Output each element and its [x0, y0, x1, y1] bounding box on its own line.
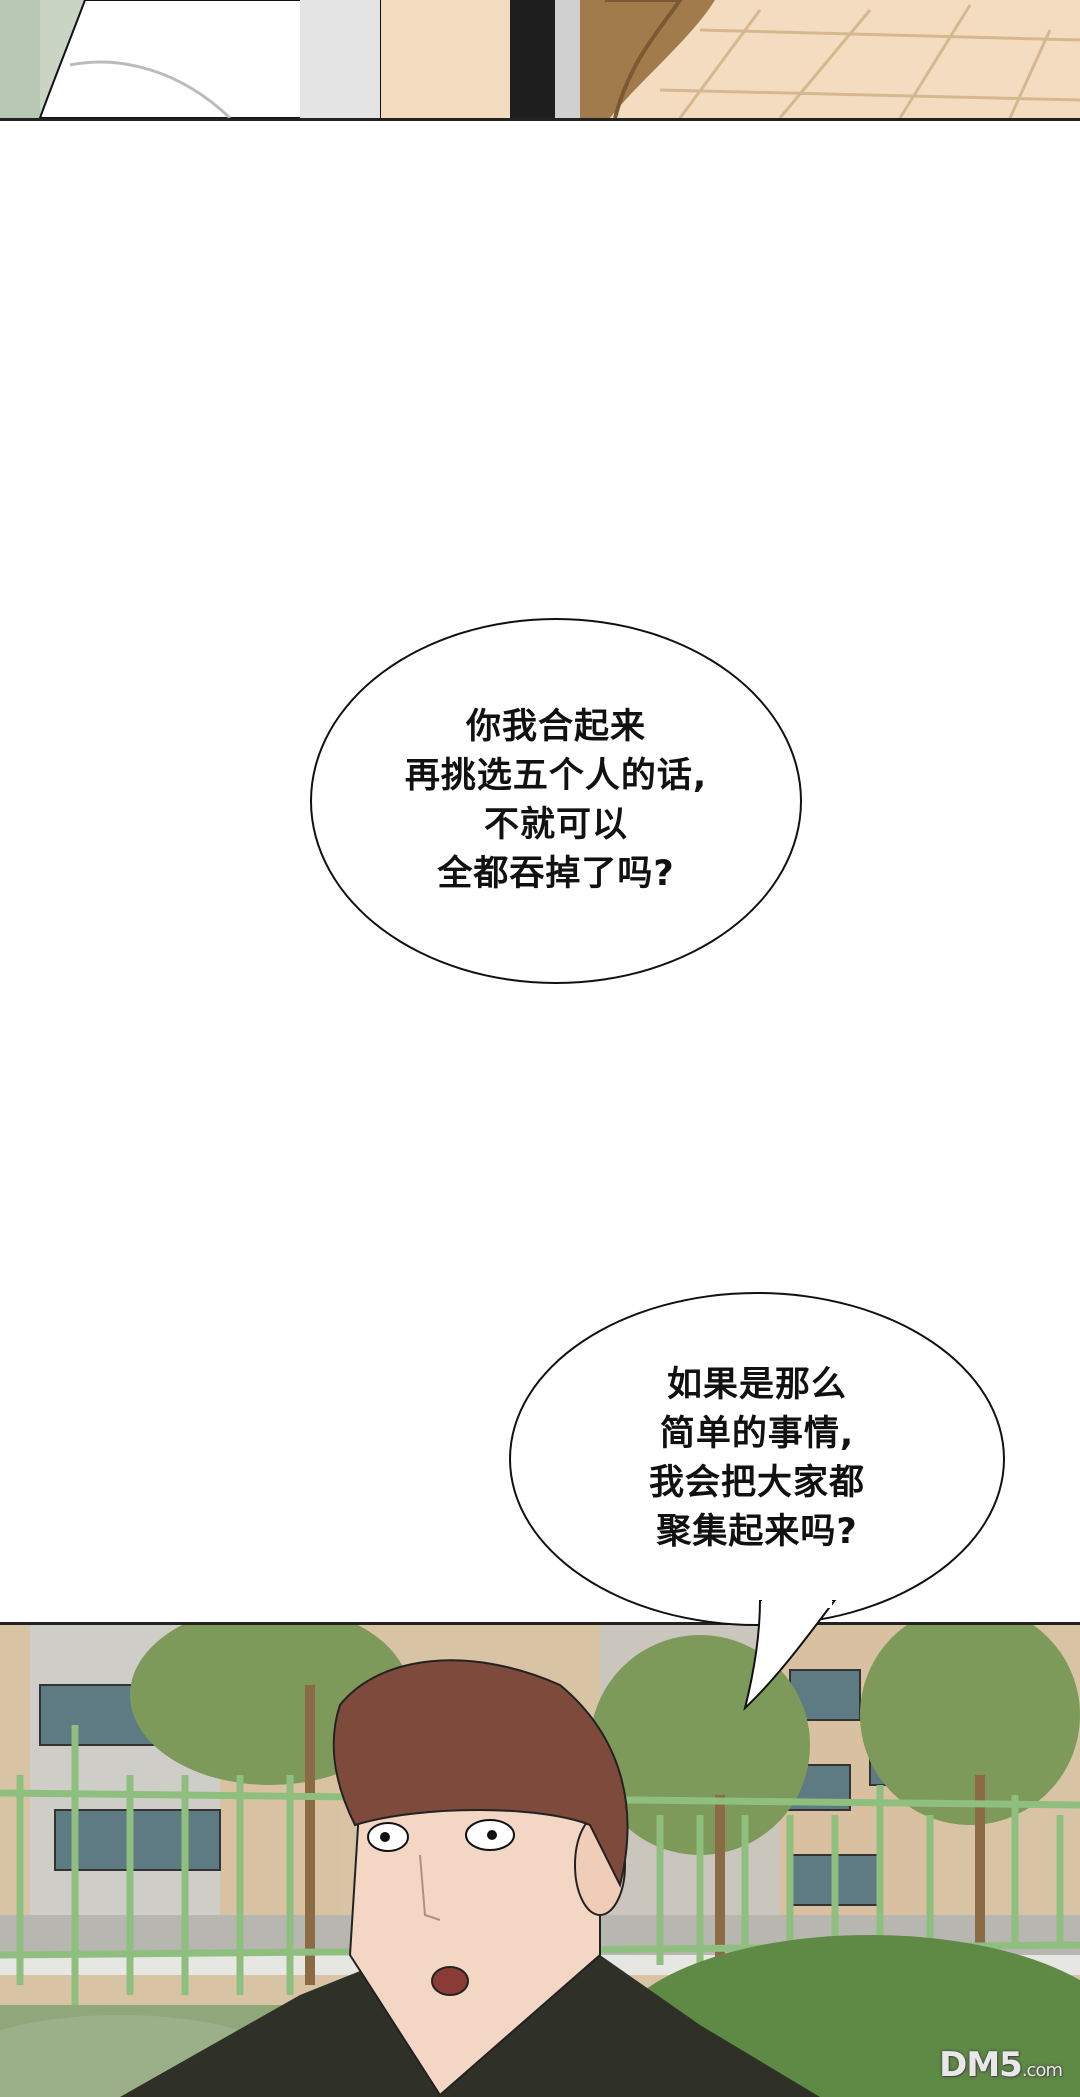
speech-bubble-1: 你我合起来 再挑选五个人的话, 不就可以 全都吞掉了吗? — [310, 618, 802, 984]
watermark-brand: DM5 — [939, 2045, 1023, 2085]
top-panel-artwork — [0, 0, 1080, 118]
speech-bubble-2: 如果是那么 简单的事情, 我会把大家都 聚集起来吗? — [509, 1292, 1005, 1626]
bottom-comic-panel: DM5.com — [0, 1622, 1080, 2097]
top-comic-panel — [0, 0, 1080, 121]
bubble-2-line-4: 聚集起来吗? — [656, 1512, 858, 1552]
bubble-2-line-1: 如果是那么 — [666, 1365, 847, 1405]
bubble-2-tail — [743, 1600, 837, 1712]
bubble-1-line-3: 不就可以 — [483, 805, 628, 845]
bubble-1-line-1: 你我合起来 — [465, 707, 646, 747]
dm5-watermark: DM5.com — [939, 2045, 1063, 2085]
bottom-panel-artwork — [0, 1625, 1080, 2097]
bubble-1-line-2: 再挑选五个人的话, — [404, 756, 708, 796]
watermark-suffix: .com — [1021, 2060, 1063, 2081]
bubble-2-line-2: 简单的事情, — [659, 1414, 855, 1454]
bubble-2-line-3: 我会把大家都 — [648, 1463, 865, 1503]
bubble-1-line-4: 全都吞掉了吗? — [437, 854, 675, 894]
